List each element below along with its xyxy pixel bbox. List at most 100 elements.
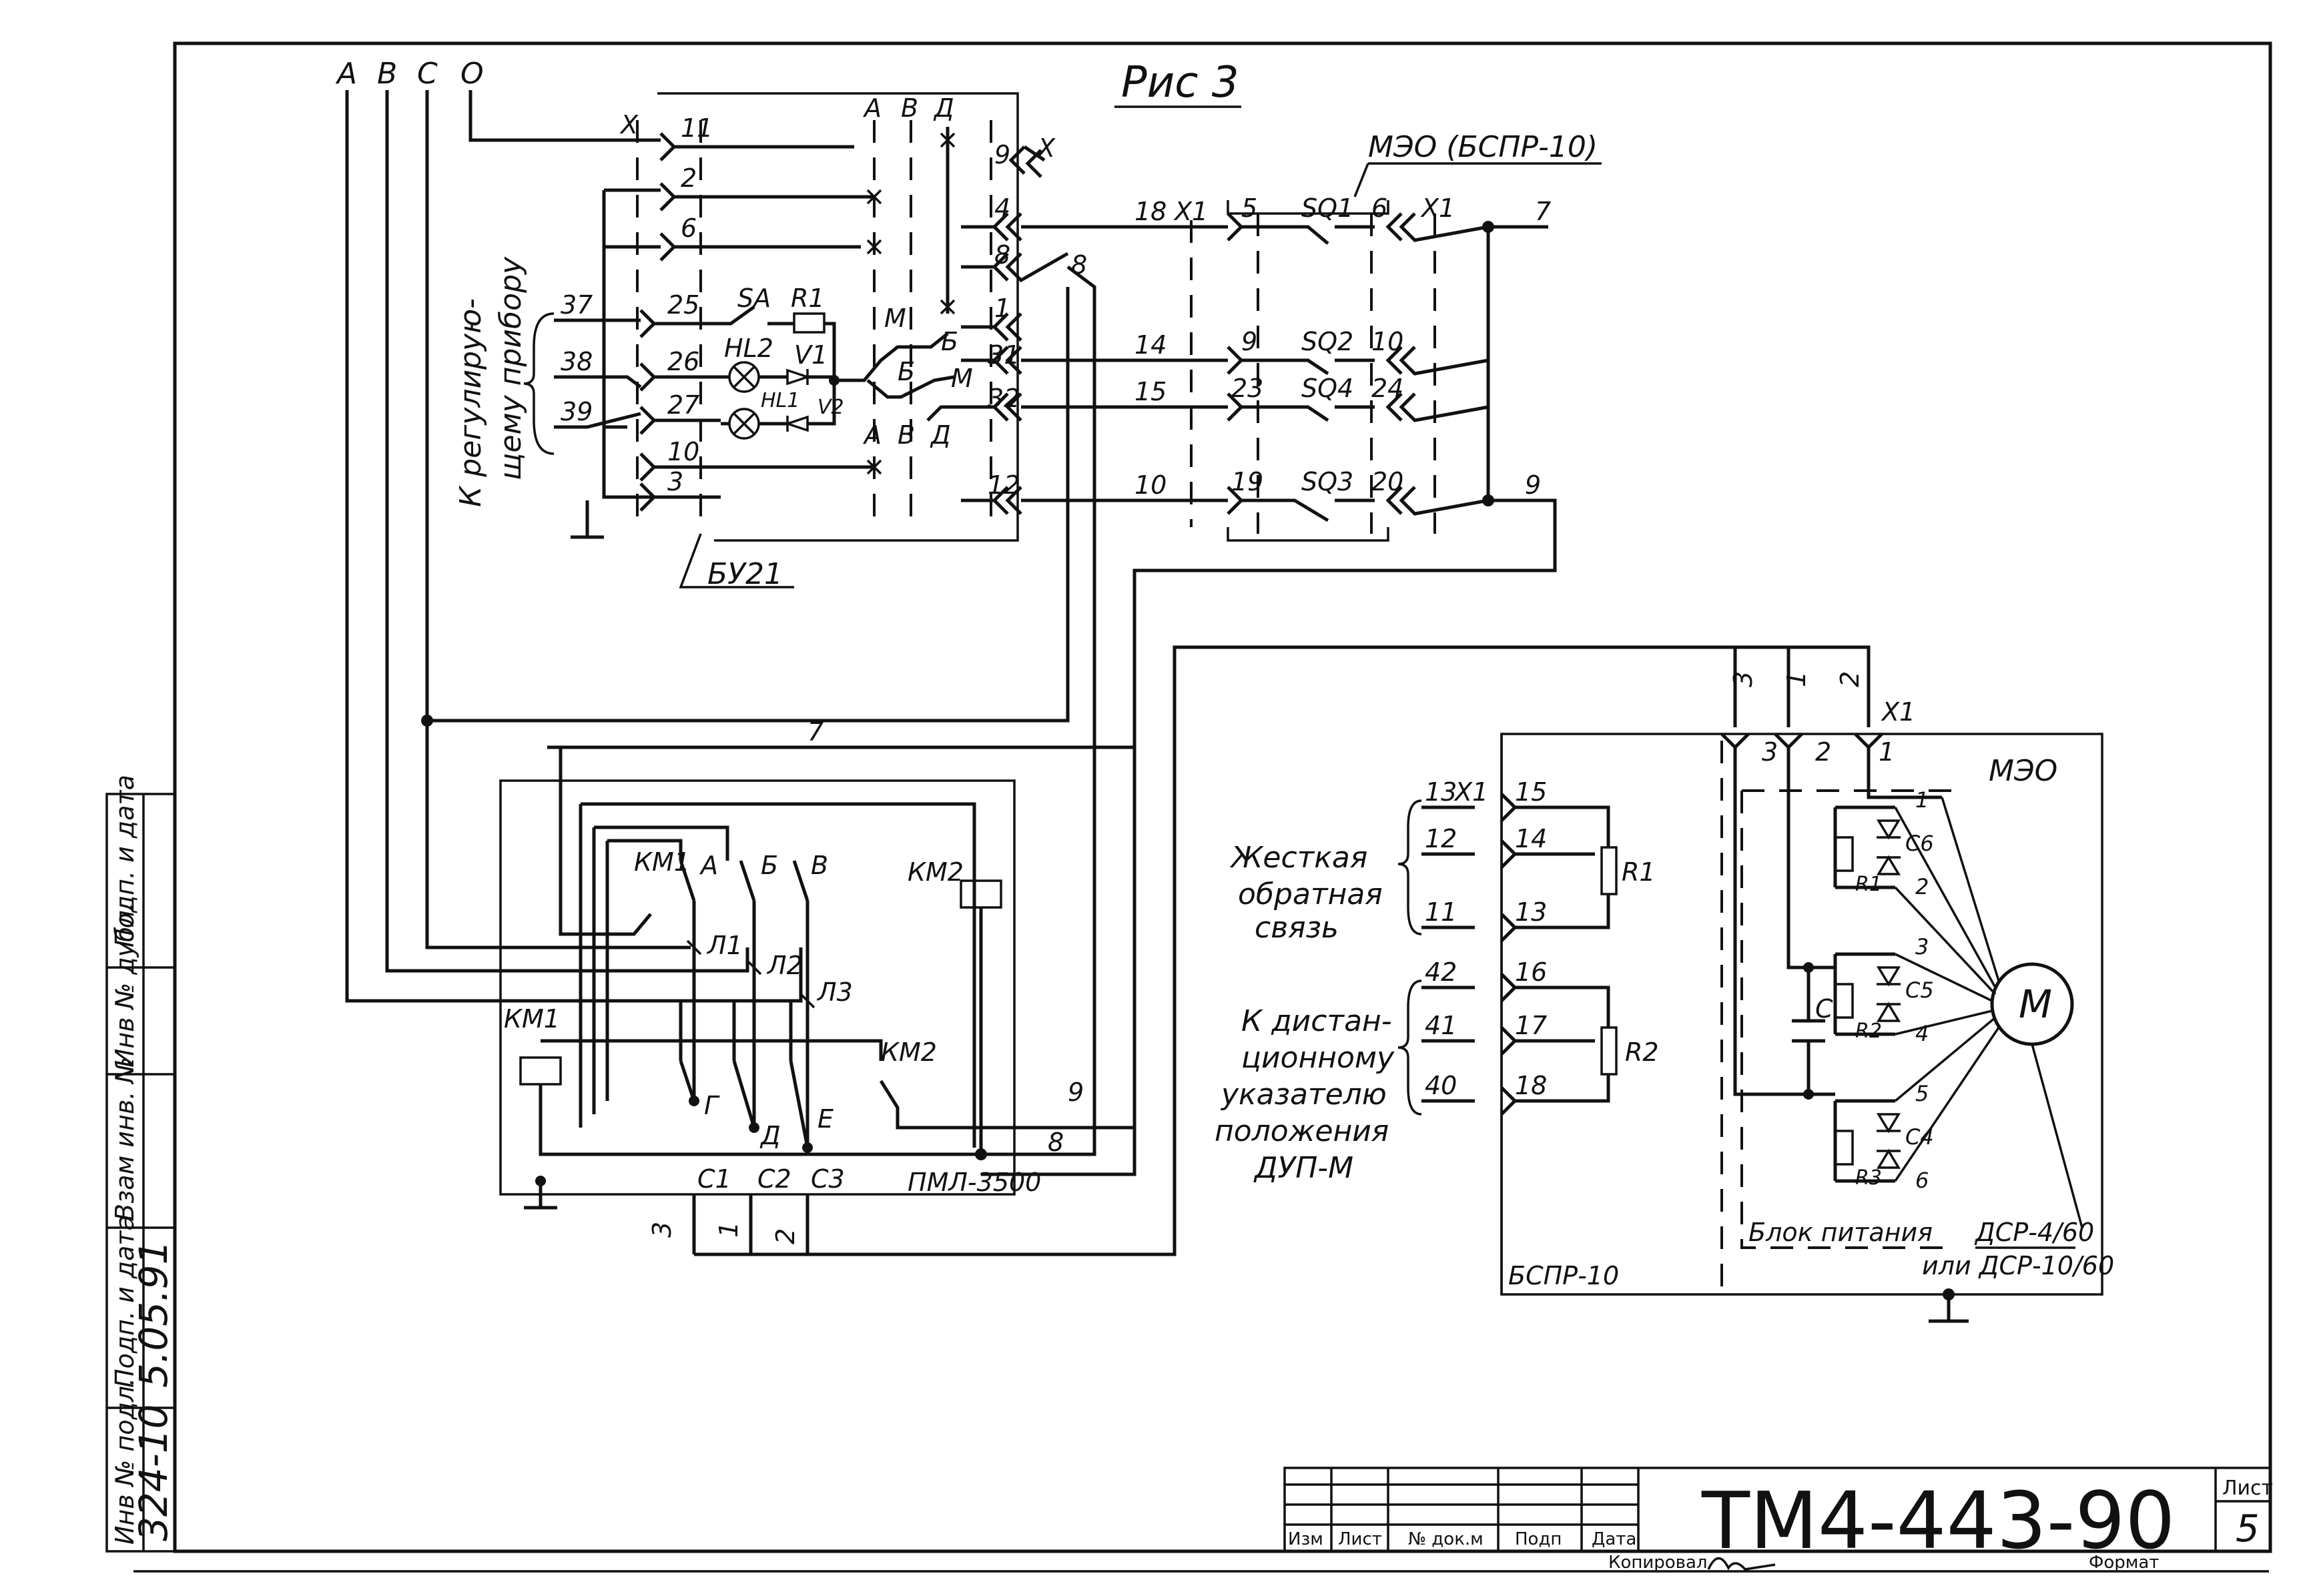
drawing-frame	[173, 41, 2272, 1553]
bspr-l-42: 42	[1425, 957, 1457, 987]
wire-c-to-bu21	[427, 287, 1070, 723]
terminal-27: 27	[667, 390, 699, 420]
sq-term-9: 9	[1241, 327, 1257, 356]
sq2-label: SQ2	[1301, 327, 1353, 356]
relay-b-1: Б	[898, 357, 915, 386]
sq3-label: SQ3	[1301, 467, 1353, 496]
contact-e: Е	[817, 1104, 834, 1134]
meo-inner-4: 4	[1915, 1021, 1929, 1046]
r1-label: R1	[791, 284, 825, 313]
hl2-label: HL2	[724, 334, 773, 363]
feedback-label-2: обратная	[1238, 877, 1383, 911]
bu21-relay-contacts: А В Д М Б М Б А В Д	[834, 93, 973, 475]
meo-term-3: 3	[1762, 737, 1778, 767]
phase-o: О	[460, 57, 484, 91]
rterm-4: 4	[994, 193, 1010, 223]
km2-coil	[960, 879, 1002, 909]
l1-label: Л1	[706, 931, 743, 960]
x-top-1: 1	[1782, 671, 1811, 687]
bspr-l-41: 41	[1425, 1011, 1457, 1040]
v2-label: V2	[817, 396, 844, 419]
bspr-r-17: 17	[1515, 1011, 1547, 1040]
bspr-r-13: 13	[1515, 897, 1547, 927]
bu21-label: БУ21	[707, 557, 783, 591]
feedback-label-3: связь	[1255, 911, 1339, 945]
rterm-1: 1	[994, 294, 1010, 323]
bspr-l-40: 40	[1425, 1071, 1457, 1100]
meo-term-1: 1	[1879, 737, 1895, 767]
wire-8-b: 8	[1048, 1128, 1064, 1157]
left-stamp: Подп. и дата Инв № дубл. Взам инв. № Под…	[105, 775, 176, 1553]
r1c-label: R1	[1855, 873, 1882, 896]
sq-term-20: 20	[1371, 467, 1403, 496]
meo-label: МЭО	[1989, 754, 2057, 788]
connector-x1-b: X1	[1420, 193, 1455, 223]
bspr-r-15: 15	[1515, 777, 1547, 807]
regulator-wires: 37 38 39 К регулирую- щему прибору	[454, 256, 642, 507]
wire-phase-b	[385, 90, 749, 973]
pml-block: ПМЛ-3500 7 КМ1 А Б В Л1 Л2 Л3 КМ2 КМ1 КМ…	[499, 645, 1871, 1256]
km1-label: КМ1	[504, 1004, 560, 1034]
sheet-number: 5	[2236, 1507, 2260, 1551]
terminal-2: 2	[681, 163, 697, 193]
meo-bspr-block: МЭО (БСПР-10) 5 SQ1 6 X1 9 SQ2 10 23 SQ4…	[981, 130, 1602, 1176]
sq-term-24: 24	[1371, 374, 1403, 403]
connector-x1-c: X1	[1881, 697, 1915, 727]
relay-a-bot: А	[862, 420, 882, 450]
rterm-12: 12	[988, 470, 1020, 500]
wire-39: 39	[561, 397, 593, 426]
bu21-left-terminals: 11 2 6 25 26 27 10 3	[571, 113, 874, 539]
rterm-32: 32	[988, 384, 1020, 413]
bspr-l-12: 12	[1425, 824, 1457, 853]
regulator-label-1: К регулирую-	[454, 298, 488, 507]
terminal-3: 3	[667, 467, 683, 496]
relay-m-1: М	[884, 304, 906, 333]
stamp-field-5: Инв № подл.	[110, 1378, 139, 1545]
terminal-10: 10	[667, 437, 699, 466]
relay-a-top: А	[862, 93, 882, 123]
bspr-l-11: 11	[1425, 897, 1457, 927]
wire-7-b: 7	[807, 717, 824, 747]
junction	[975, 1148, 987, 1160]
power-unit-label: Блок питания	[1748, 1218, 1933, 1247]
r2-remote	[1600, 1026, 1618, 1076]
bu21-right-terminals: 9 4 8 1 31 32 12 8	[961, 140, 1096, 727]
stamp-field-1: Подп. и дата	[110, 775, 139, 947]
wire-phase-o	[468, 90, 661, 142]
remote-label-3: указателю	[1220, 1078, 1387, 1112]
rterm-31: 31	[988, 340, 1020, 370]
sq-term-23: 23	[1231, 374, 1263, 403]
format-label: Формат	[2089, 1553, 2160, 1573]
wire-2: 2	[771, 1228, 800, 1244]
connector-x1-d: X1	[1453, 777, 1488, 807]
relay-d-bot: Д	[930, 420, 951, 450]
km2-contact-label: КМ2	[881, 1038, 937, 1067]
wire-8-a: 8	[1071, 250, 1087, 280]
regulator-label-2: щему прибору	[494, 256, 528, 480]
terminal-6: 6	[681, 214, 697, 243]
remote-label-1: К дистан-	[1241, 1004, 1392, 1038]
km1-coil	[519, 1056, 562, 1086]
wire-3: 3	[647, 1222, 677, 1238]
bspr-l-13: 13	[1425, 777, 1457, 807]
sq1-label: SQ1	[1301, 193, 1353, 223]
r1-feedback	[1600, 846, 1618, 895]
contact-g: Г	[704, 1091, 720, 1120]
wire-7-a: 7	[1535, 197, 1551, 226]
pml-label: ПМЛ-3500	[908, 1168, 1041, 1197]
connector-x1-a: X1	[1173, 197, 1208, 226]
stamp-field-3: Взам инв. №	[110, 1057, 139, 1221]
phase-a: А	[335, 57, 357, 91]
sq-term-10: 10	[1371, 327, 1403, 356]
signature-scribble	[1707, 1557, 1776, 1571]
dsr-label-2: или ДСР-10/60	[1922, 1251, 2114, 1280]
terminal-25: 25	[667, 290, 699, 320]
junction	[749, 1122, 759, 1133]
meo-inner-1: 1	[1915, 787, 1929, 813]
contact-a: А	[699, 851, 718, 880]
sq4-label: SQ4	[1301, 374, 1353, 403]
doc-number: ТМ4-443-90	[1701, 1475, 2176, 1567]
junction	[689, 1096, 699, 1106]
bspr-r-16: 16	[1515, 957, 1547, 987]
